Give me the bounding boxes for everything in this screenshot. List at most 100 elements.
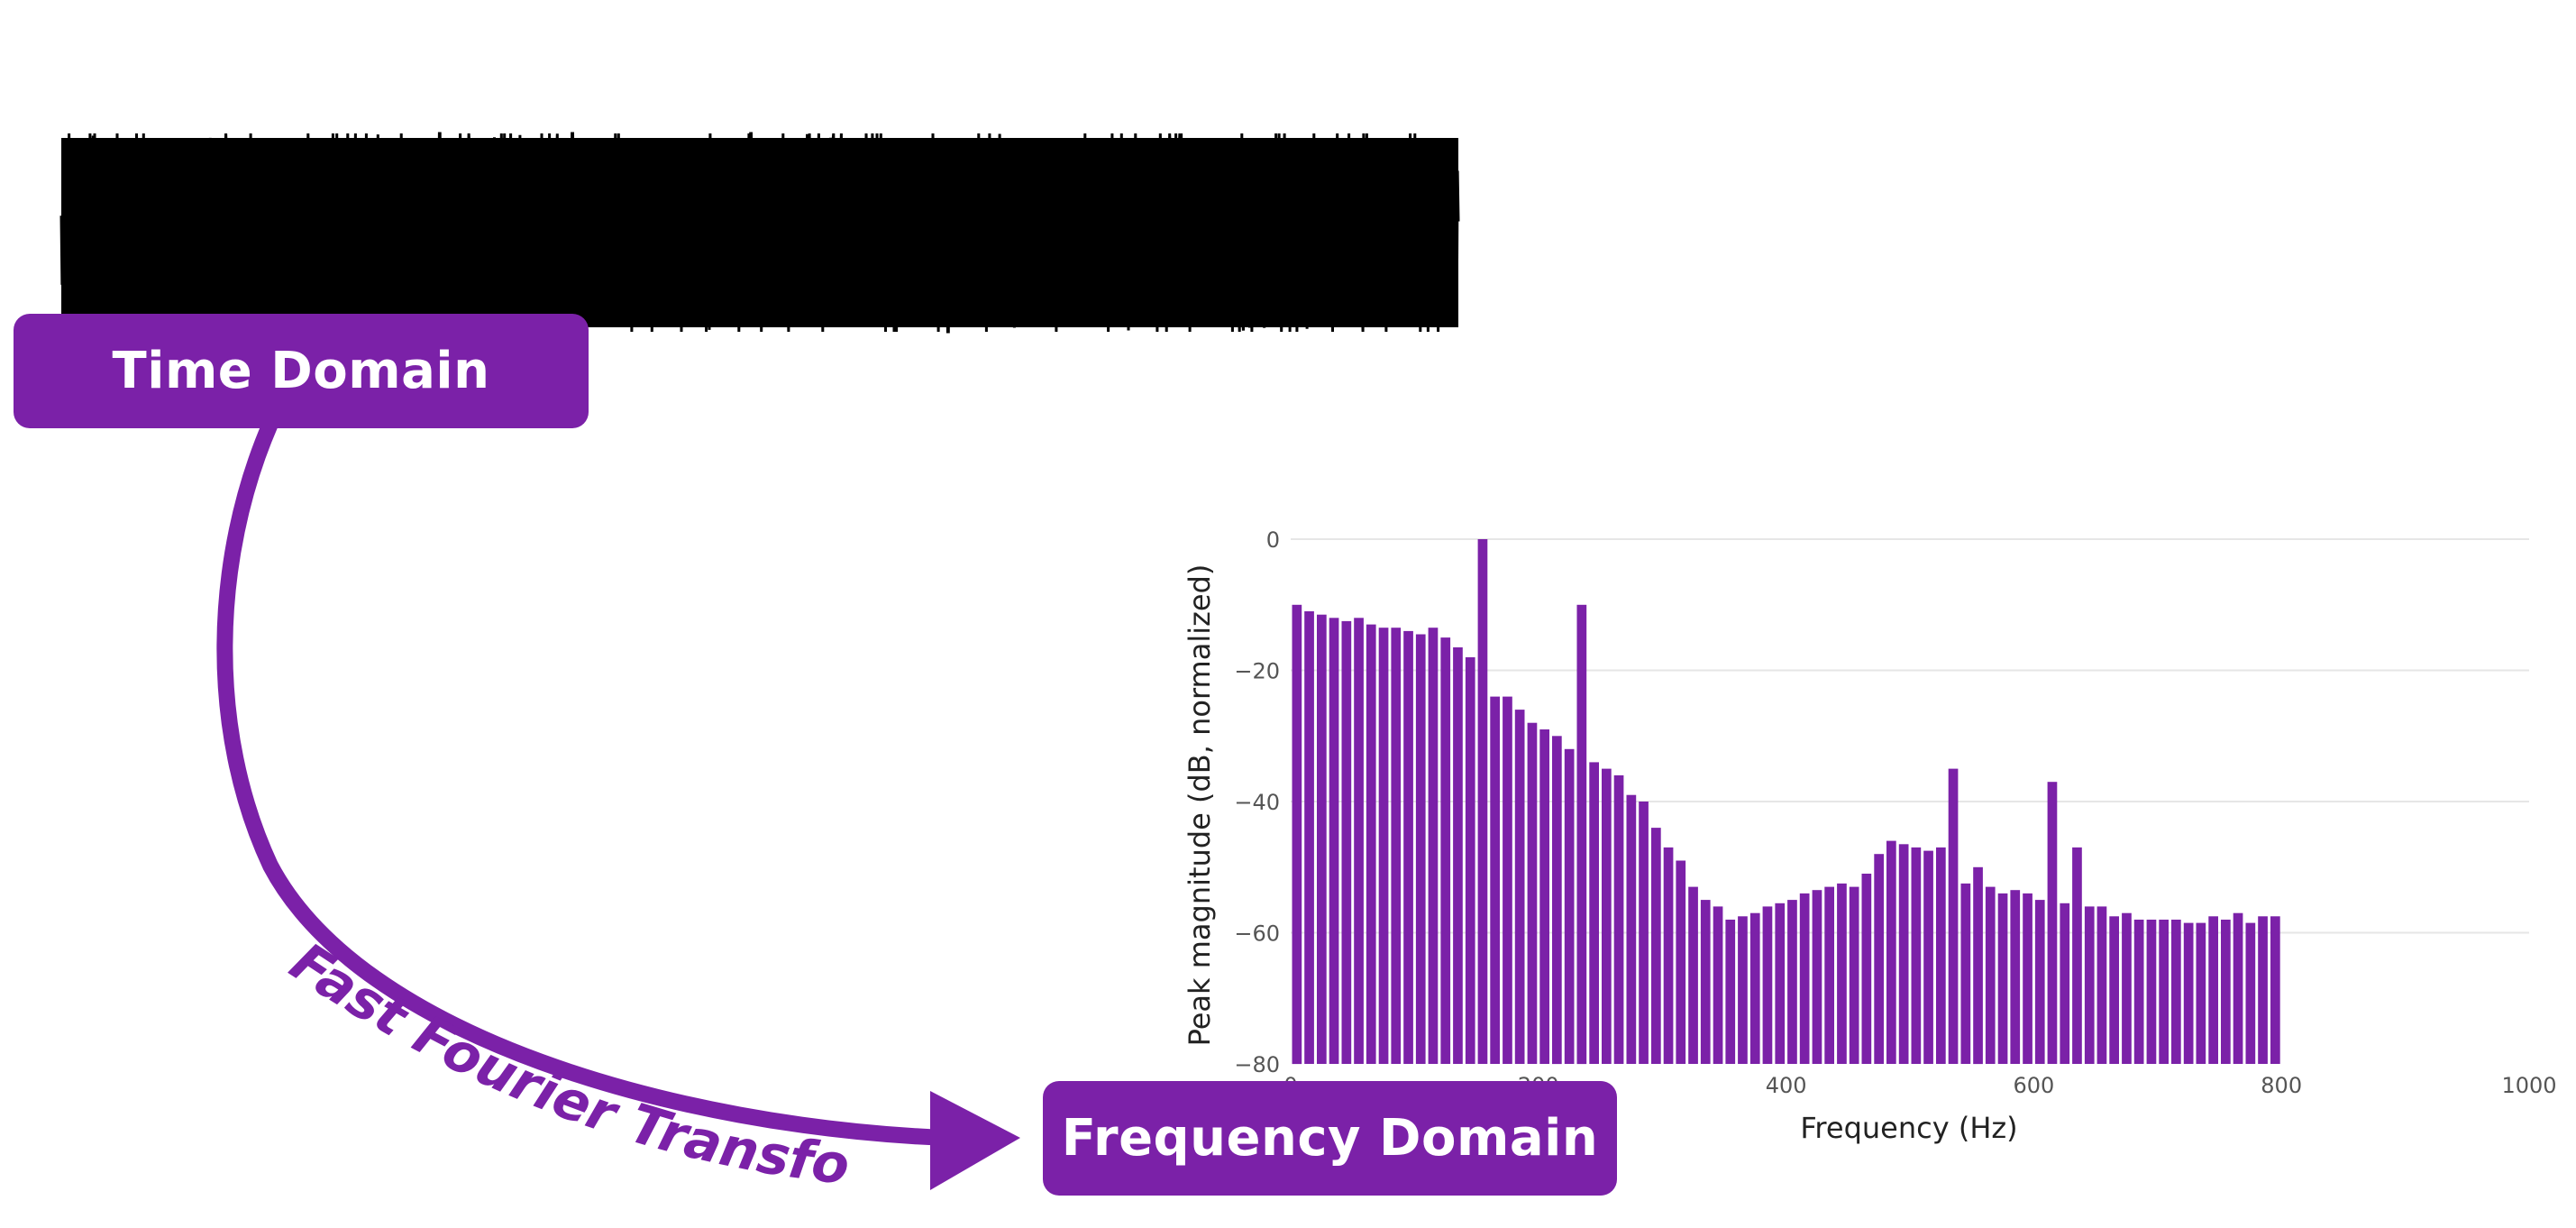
chart-bar — [1514, 710, 1525, 1064]
chart-bars — [1292, 539, 2280, 1065]
chart-bar — [2146, 920, 2157, 1064]
chart-bar — [1973, 866, 1983, 1065]
chart-bar — [1366, 624, 1376, 1064]
chart-bar — [1378, 628, 1389, 1064]
chart-bar — [1317, 614, 1327, 1064]
chart-bar — [1688, 886, 1698, 1064]
chart-bar — [1292, 604, 1302, 1065]
y-tick-label: −20 — [1234, 659, 1280, 684]
chart-bar — [2208, 916, 2218, 1064]
chart-bar — [2183, 922, 2194, 1064]
x-axis-label: Frequency (Hz) — [1800, 1111, 2017, 1145]
chart-bar — [2034, 900, 2045, 1064]
chart-bar — [1936, 847, 1946, 1064]
chart-bar — [1874, 854, 1884, 1064]
chart-bar — [1490, 696, 1500, 1064]
chart-bar — [1861, 874, 1872, 1064]
chart-bar — [2133, 920, 2144, 1064]
chart-bar — [2060, 903, 2070, 1064]
chart-bar — [1725, 920, 1736, 1064]
chart-bar — [1812, 890, 1822, 1064]
frequency-domain-badge: Frequency Domain — [1043, 1081, 1617, 1196]
time-domain-badge: Time Domain — [14, 314, 589, 428]
x-tick-label: 1000 — [2501, 1073, 2556, 1098]
chart-bar — [1837, 883, 1847, 1064]
chart-bar — [1700, 900, 1711, 1064]
chart-bar — [1341, 620, 1352, 1064]
chart-bar — [1613, 774, 1624, 1064]
time-domain-waveform — [59, 132, 1460, 334]
chart-bar — [1824, 886, 1834, 1064]
chart-bar — [1503, 696, 1512, 1064]
chart-bar — [1738, 916, 1748, 1064]
chart-bar — [1304, 611, 1314, 1064]
chart-bar — [1849, 886, 1859, 1064]
chart-bar — [1391, 628, 1402, 1064]
fft-arrow — [216, 416, 955, 1146]
chart-bar — [1440, 637, 1451, 1064]
chart-bar — [2072, 847, 2082, 1064]
chart-bar — [2109, 916, 2119, 1064]
chart-bar — [2270, 916, 2280, 1064]
chart-bar — [1799, 893, 1810, 1064]
chart-bar — [1465, 657, 1475, 1064]
arrow-head-icon — [930, 1091, 1020, 1190]
chart-bar — [1626, 794, 1637, 1064]
chart-bar — [1886, 840, 1896, 1064]
y-tick-labels: 0−20−40−60−80 — [1234, 527, 1280, 1077]
chart-bar — [1527, 722, 1538, 1064]
y-tick-label: −40 — [1234, 790, 1280, 815]
chart-bar — [1923, 850, 1933, 1064]
chart-bar — [1676, 860, 1686, 1064]
waveform-trace — [59, 132, 1460, 334]
chart-bar — [1787, 900, 1797, 1064]
chart-bar — [2221, 920, 2231, 1064]
x-tick-label: 400 — [1766, 1073, 1807, 1098]
chart-bar — [1329, 618, 1339, 1064]
chart-bar — [1639, 802, 1649, 1064]
chart-bar — [1552, 736, 1562, 1065]
chart-bar — [1539, 729, 1549, 1064]
chart-bar — [2023, 893, 2032, 1064]
x-tick-label: 800 — [2261, 1073, 2302, 1098]
chart-bar — [1713, 906, 1723, 1064]
chart-bar — [1453, 647, 1463, 1064]
chart-bar — [2084, 906, 2095, 1064]
chart-bar — [1564, 748, 1575, 1064]
chart-bar — [1651, 828, 1661, 1064]
chart-bar — [1762, 906, 1773, 1064]
chart-bar — [1663, 847, 1674, 1064]
chart-bar — [2010, 890, 2021, 1064]
chart-bar — [2047, 782, 2058, 1064]
chart-bar — [1985, 886, 1996, 1064]
chart-bar — [2096, 906, 2107, 1064]
time-domain-label: Time Domain — [112, 342, 490, 400]
chart-bar — [2171, 920, 2181, 1064]
x-tick-label: 600 — [2013, 1073, 2054, 1098]
chart-bar — [1477, 539, 1488, 1064]
chart-bar — [1602, 768, 1612, 1064]
chart-bar — [2122, 912, 2132, 1064]
y-tick-label: −80 — [1234, 1052, 1280, 1077]
chart-bar — [1898, 844, 1909, 1064]
chart-bar — [1775, 903, 1786, 1064]
chart-bar — [2233, 912, 2243, 1064]
chart-bar — [1354, 618, 1364, 1064]
chart-bar — [1415, 634, 1426, 1064]
chart-bar — [1403, 630, 1413, 1064]
chart-bar — [1576, 604, 1587, 1065]
chart-bar — [1948, 768, 1959, 1064]
chart-bar — [2258, 916, 2268, 1064]
chart-bar — [1911, 847, 1922, 1064]
chart-bar — [1749, 912, 1760, 1064]
chart-bar — [1428, 628, 1439, 1064]
chart-gridlines — [1291, 538, 2529, 934]
y-axis-label: Peak magnitude (dB, normalized) — [1183, 564, 1217, 1047]
chart-bar — [2159, 920, 2169, 1064]
y-tick-label: −60 — [1234, 921, 1280, 947]
chart-bar — [1960, 883, 1971, 1064]
chart-bar — [2196, 922, 2206, 1064]
chart-bar — [1589, 762, 1599, 1064]
